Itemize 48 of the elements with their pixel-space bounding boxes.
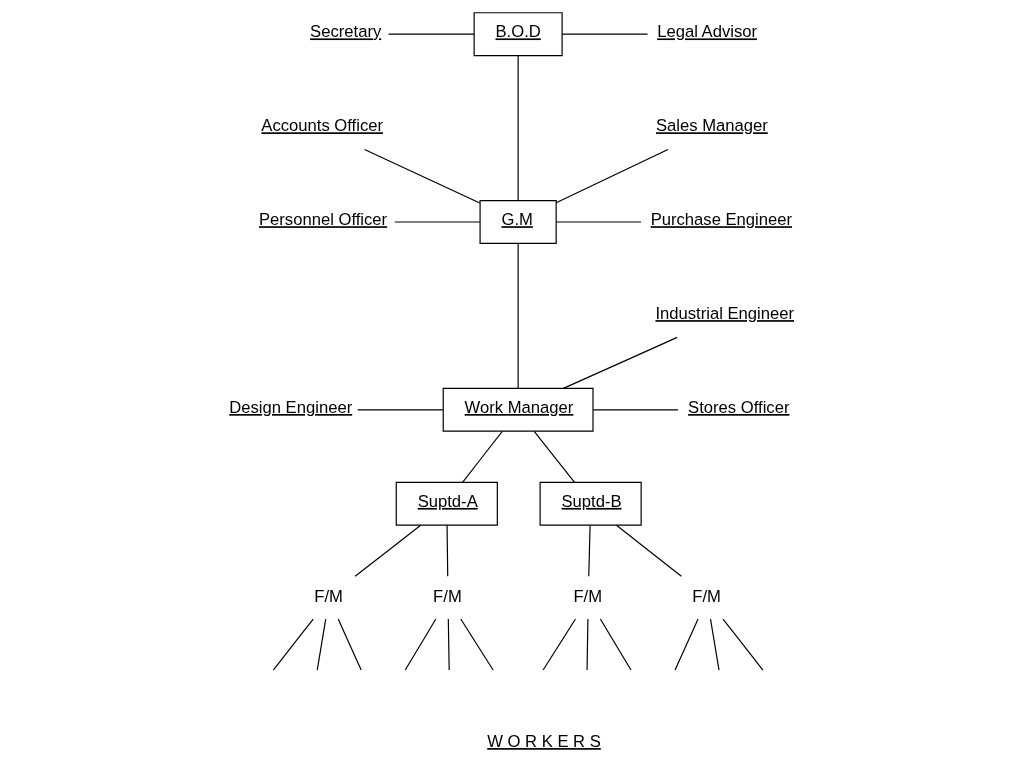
node-text: Secretary	[309, 22, 381, 42]
connector	[387, 33, 475, 35]
connector	[272, 618, 314, 671]
node-text: Legal Advisor	[656, 22, 757, 42]
connector	[533, 430, 575, 483]
node-text: Personnel Officer	[258, 210, 387, 230]
node-text: Industrial Engineer	[654, 304, 794, 324]
connector	[459, 618, 494, 671]
connector	[555, 149, 669, 204]
connector	[316, 618, 326, 671]
node-text: Sales Manager	[655, 116, 768, 136]
connector	[354, 524, 421, 577]
label: W O R K E R S	[486, 732, 601, 752]
connector	[592, 409, 679, 411]
node-text: F/M	[691, 587, 721, 607]
connector	[555, 221, 642, 223]
node-text: Stores Officer	[687, 398, 789, 418]
connector	[599, 618, 632, 671]
connector	[721, 618, 763, 671]
connector	[561, 33, 648, 35]
connector	[585, 618, 588, 671]
node-text: Accounts Officer	[260, 116, 383, 136]
connector	[562, 336, 678, 389]
connector	[356, 409, 443, 411]
connector	[517, 55, 519, 201]
node-text: F/M	[313, 587, 343, 607]
connector	[393, 221, 481, 223]
connector	[587, 524, 591, 577]
connector	[363, 149, 480, 204]
connector	[337, 618, 362, 671]
connector	[445, 524, 448, 577]
node-box: Work Manager	[442, 387, 594, 432]
node-text: F/M	[572, 587, 602, 607]
connector	[615, 524, 682, 577]
node-box: Suptd-A	[395, 481, 498, 526]
node-box: G.M	[479, 200, 557, 244]
node-box: B.O.D	[473, 12, 563, 57]
connector	[517, 242, 519, 389]
connector	[461, 430, 503, 483]
node-text: F/M	[432, 587, 462, 607]
node-box: Suptd-B	[539, 481, 642, 526]
connector	[447, 618, 450, 671]
node-text: Design Engineer	[228, 398, 352, 418]
connector	[404, 618, 436, 671]
connector	[709, 618, 720, 671]
connector	[542, 618, 576, 671]
node-text: Purchase Engineer	[650, 210, 792, 230]
connector	[673, 618, 699, 671]
